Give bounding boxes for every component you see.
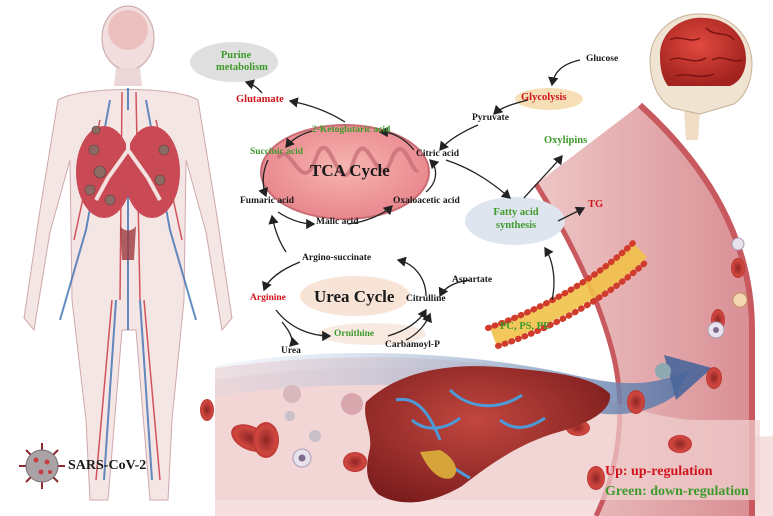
ornithine-label: Ornithine (334, 329, 375, 339)
arrow-argino-arginine (262, 261, 301, 292)
brain (649, 13, 753, 140)
arrow-arginine-urea (281, 321, 300, 347)
argino-succinate-label: Argino-succinate (302, 253, 372, 263)
red-blood-cells (200, 258, 745, 490)
virus-icon (19, 443, 65, 489)
arrow-aspartate-citrulline (438, 279, 471, 298)
fumaric-acid-label: Fumaric acid (240, 196, 295, 206)
glutamate-label: Glutamate (236, 94, 284, 105)
arrow-pyruvate-citric (439, 124, 479, 152)
legend-up: Up: up-regulation (605, 464, 713, 479)
malic-acid-label: Malic acid (316, 217, 359, 227)
citrulline-label: Citrulline (406, 294, 446, 304)
glycolysis-label: Glycolysis (521, 92, 567, 103)
tca-cycle-label: TCA Cycle (310, 161, 390, 180)
liver (365, 366, 611, 503)
arginine-label: Arginine (250, 293, 286, 303)
tg-label: TG (588, 199, 604, 210)
arrow-ornithine-citrulline (387, 308, 427, 337)
urea-label: Urea (281, 346, 301, 356)
phospholipid-bilayer (485, 237, 649, 349)
arrow-glutamate-purine (244, 79, 263, 94)
arrow-keto-succinic (285, 130, 313, 149)
arrow-keto-glutamate (288, 97, 346, 123)
arrow-citrulline-argino (396, 256, 427, 297)
arrow-glucose-glycolysis (548, 59, 581, 87)
ketoglutaric-acid-label: 2-Ketoglutaric acid (312, 125, 391, 135)
arrow-argino-fumaric (268, 214, 287, 253)
legend-down: Green: down-regulation (605, 484, 749, 499)
pyruvate-label: Pyruvate (472, 113, 509, 123)
mitochondrion (260, 124, 430, 220)
arrow-fatty-tg (557, 206, 586, 222)
fatty-acid-synthesis-label: Fatty acid synthesis (493, 207, 539, 231)
human-body (23, 5, 233, 501)
label-backgrounds (190, 42, 583, 345)
oxaloacetic-acid-label: Oxaloacetic acid (393, 196, 460, 206)
pathway-arrows (244, 59, 586, 347)
arrow-citric-fatty (445, 159, 511, 199)
arrow-glycolysis-pyruvate (493, 99, 529, 115)
arrow-fatty-oxylipins (523, 154, 563, 199)
sars-cov-2-label: SARS-CoV-2 (68, 458, 147, 473)
oxylipins-label: Oxylipins (544, 135, 588, 146)
arrow-lipid-fatty (544, 246, 555, 301)
glucose-label: Glucose (586, 54, 619, 64)
arrow-arginine-ornithine (275, 309, 332, 342)
purine-metabolism-label: Purine metabolism (216, 50, 268, 74)
carbamoyl-p-label: Carbamoyl-P (385, 340, 440, 350)
succinic-acid-label: Succinic acid (250, 147, 304, 157)
phospholipids-label: PC, PS, PE (500, 321, 551, 332)
arrow-malic-oxaloacetic (347, 205, 393, 225)
citric-acid-label: Citric acid (416, 149, 460, 159)
arrow-oxaloacetic-citric (425, 159, 440, 193)
aspartate-label: Aspartate (452, 275, 493, 285)
arrow-carbamoyl-citrulline (405, 312, 432, 341)
virus-particles (283, 363, 671, 442)
arrow-succinic-fumaric (258, 159, 269, 198)
arrow-fumaric-malic (277, 211, 316, 230)
arrow-citric-ketoglutaric (378, 126, 415, 151)
urea-cycle-label: Urea Cycle (314, 287, 395, 306)
